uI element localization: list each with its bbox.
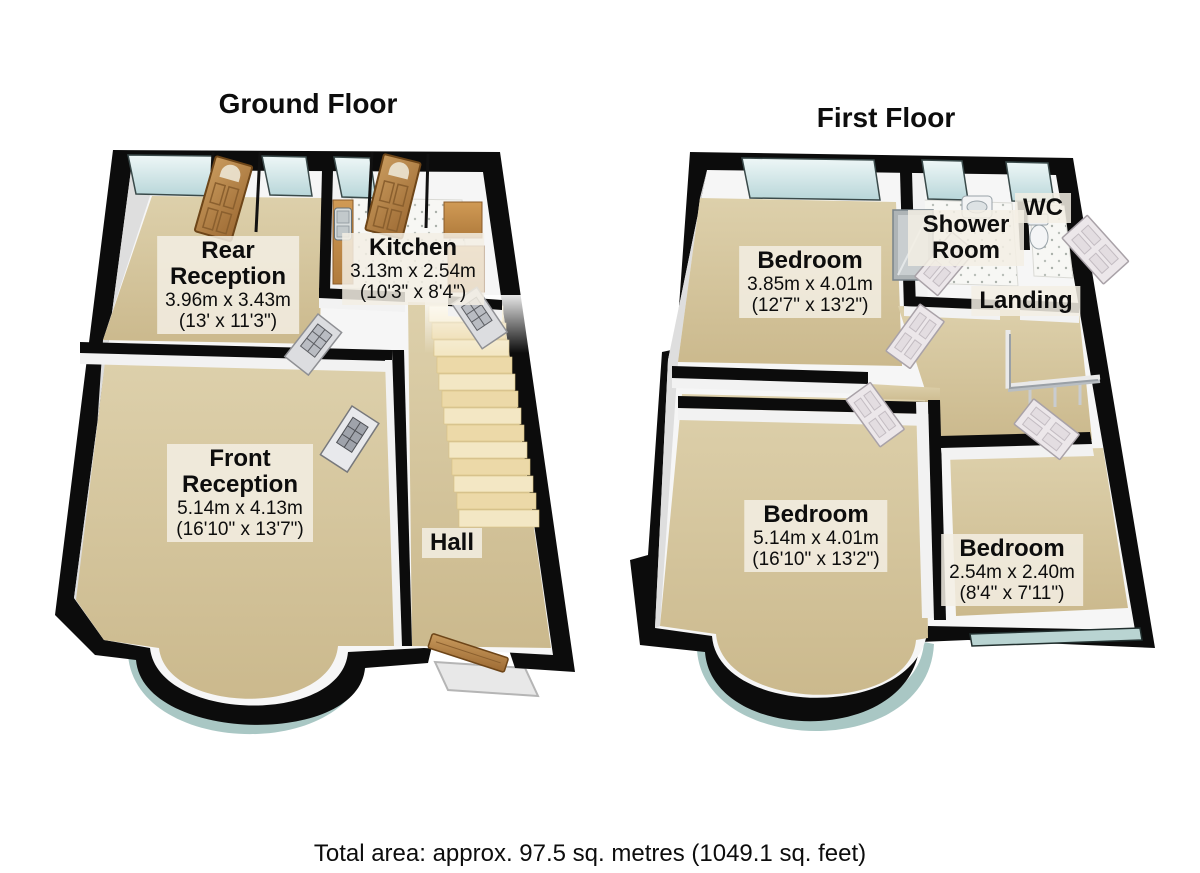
room-dim-metric: 5.14m x 4.01m: [753, 527, 879, 549]
room-name: Shower Room: [922, 211, 1010, 264]
room-dim-imperial: (12'7" x 13'2"): [751, 295, 869, 317]
landing-corridor-floor: [870, 384, 940, 404]
ground-floor-title: Ground Floor: [218, 88, 398, 119]
room-dim-imperial: (16'10" x 13'7"): [176, 519, 304, 541]
room-name: Bedroom: [959, 535, 1065, 562]
ground-floor-plan: [55, 150, 575, 735]
glazed-door-reception: [283, 312, 343, 377]
front-door: [427, 633, 509, 673]
bedroom1-door: [885, 303, 945, 369]
room-label-shower-room: Shower Room: [908, 210, 1024, 266]
room-dim-metric: 5.14m x 4.13m: [177, 497, 303, 519]
kitchen-door: [364, 153, 422, 240]
room-dim-metric: 2.54m x 2.40m: [949, 561, 1075, 583]
room-name: Bedroom: [763, 501, 869, 528]
room-name: Bedroom: [757, 247, 863, 274]
room-label-bedroom1: Bedroom 3.85m x 4.01m (12'7" x 13'2"): [739, 246, 881, 319]
rear-bedroom-window: [969, 627, 1143, 647]
rear-windows: [127, 151, 430, 233]
room-label-landing: Landing: [971, 286, 1081, 316]
wall-shading-first: [655, 170, 707, 628]
room-name: WC: [1023, 194, 1063, 221]
room-name: Hall: [429, 529, 475, 556]
stair-banister: [1005, 330, 1101, 409]
room-dim-metric: 3.85m x 4.01m: [747, 273, 873, 295]
room-dim-metric: 3.96m x 3.43m: [165, 289, 291, 311]
room-label-front-reception: Front Reception 5.14m x 4.13m (16'10" x …: [167, 444, 313, 543]
room-label-bedroom2: Bedroom 5.14m x 4.01m (16'10" x 13'2"): [744, 500, 888, 573]
room-label-bedroom3: Bedroom 2.54m x 2.40m (8'4" x 7'11"): [941, 534, 1083, 607]
bedroom3-door: [1013, 398, 1080, 461]
bedroom2-door: [845, 382, 905, 448]
room-dim-imperial: (10'3" x 8'4"): [359, 282, 467, 304]
total-area-text: Total area: approx. 97.5 sq. metres (104…: [313, 840, 867, 867]
room-name: Kitchen: [368, 234, 458, 261]
room-name: Rear Reception: [169, 237, 286, 290]
room-label-kitchen: Kitchen 3.13m x 2.54m (10'3" x 8'4"): [342, 233, 484, 306]
first-floor-plan: [630, 152, 1155, 731]
room-label-wc: WC: [1015, 193, 1071, 223]
room-dim-imperial: (8'4" x 7'11"): [959, 583, 1065, 605]
room-dim-metric: 3.13m x 2.54m: [350, 260, 476, 282]
room-label-hall: Hall: [421, 528, 483, 558]
room-dim-imperial: (16'10" x 13'2"): [752, 549, 880, 571]
room-name: Front Reception: [181, 445, 298, 498]
room-label-rear-reception: Rear Reception 3.96m x 3.43m (13' x 11'3…: [157, 236, 299, 335]
room-name: Landing: [979, 287, 1073, 314]
glazed-door-hall: [319, 404, 380, 474]
room-dim-imperial: (13' x 11'3"): [178, 311, 278, 333]
first-floor-title: First Floor: [816, 102, 956, 133]
wc-door: [1061, 214, 1130, 285]
